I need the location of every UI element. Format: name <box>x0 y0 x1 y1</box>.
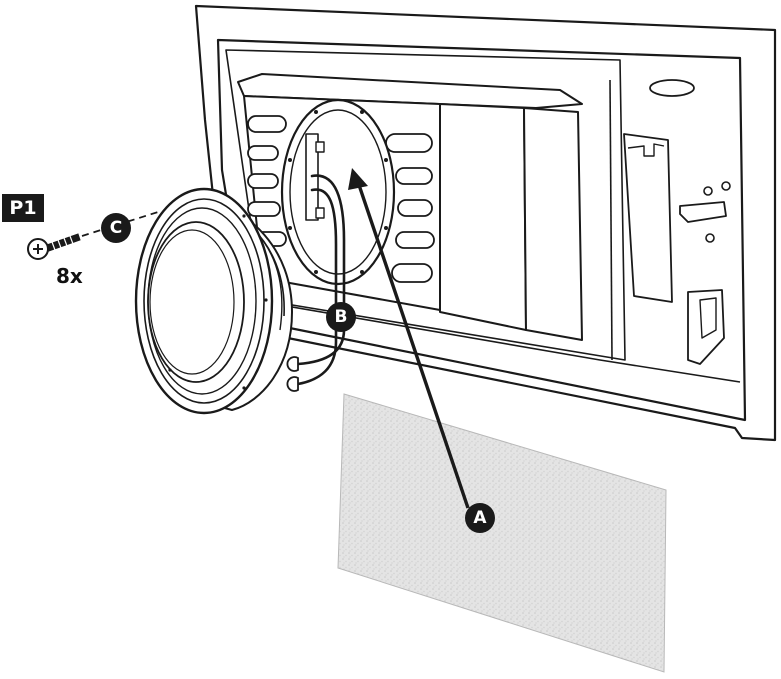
callout-c-label: C <box>110 218 122 238</box>
speaker-enclosure <box>237 73 583 341</box>
callout-a: A <box>465 503 495 533</box>
callout-b-label: B <box>335 307 348 327</box>
quantity-label: 8x <box>56 264 83 288</box>
wire-connectors <box>286 356 299 392</box>
callout-b: B <box>326 302 356 332</box>
part-label-badge: P1 <box>2 194 44 222</box>
part-label: P1 <box>9 197 36 219</box>
speaker-wires <box>296 174 346 386</box>
callout-a-label: A <box>473 508 487 528</box>
foam-baffle <box>337 393 667 673</box>
arrow-a <box>348 168 470 509</box>
screw <box>27 233 81 260</box>
mounting-holes <box>288 110 388 274</box>
speaker <box>134 187 293 415</box>
callout-c: C <box>101 213 131 243</box>
right-vent-slots <box>385 133 435 283</box>
